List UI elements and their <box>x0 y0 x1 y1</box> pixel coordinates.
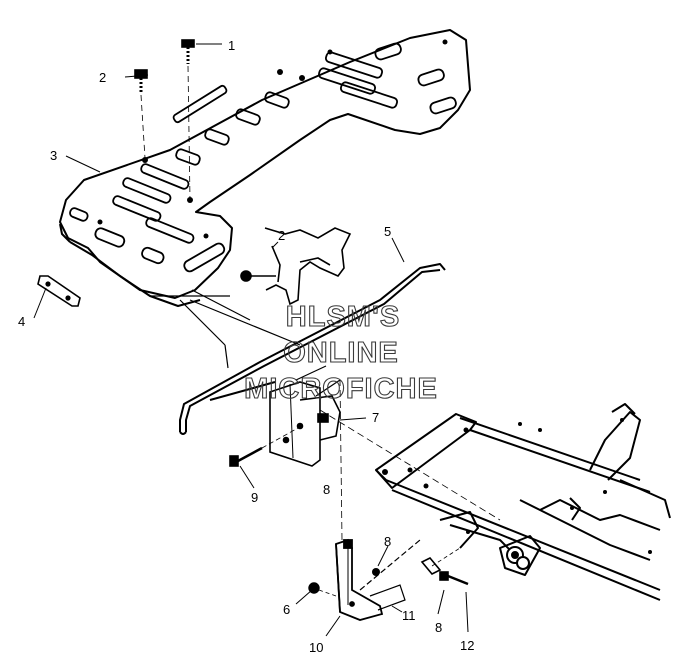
callout-10: 10 <box>309 640 323 655</box>
nut-8-middle <box>372 568 380 576</box>
spacer <box>420 547 461 575</box>
tail-light-bracket <box>240 227 352 306</box>
callout-1: 1 <box>228 38 235 53</box>
bolt-1 <box>181 39 195 201</box>
watermark-line-1: HLSM'S <box>286 301 400 333</box>
bracket-axis-line <box>339 379 343 541</box>
rack-support-lines <box>150 289 301 369</box>
bolt-2-upper <box>134 69 148 159</box>
grab-bar-5 <box>179 263 446 435</box>
nut-6 <box>308 582 337 597</box>
callout-8-lower: 8 <box>435 620 442 635</box>
callout-4: 4 <box>18 314 25 329</box>
callout-3: 3 <box>50 148 57 163</box>
watermark: HLSM'S ONLINE MICROFICHE <box>244 300 438 405</box>
callout-8-hitch: 8 <box>323 482 330 497</box>
callout-8-middle: 8 <box>384 534 391 549</box>
callout-5: 5 <box>384 224 391 239</box>
callout-11: 11 <box>402 608 416 623</box>
rear-rack <box>59 29 471 307</box>
plate-11 <box>359 539 421 611</box>
frame <box>375 403 671 601</box>
callout-2-lower: 2 <box>278 228 285 243</box>
callout-6: 6 <box>283 602 290 617</box>
assembly-axis-line <box>319 409 501 521</box>
watermark-line-2: ONLINE <box>283 337 399 369</box>
callout-7: 7 <box>372 410 379 425</box>
watermark-line-3: MICROFICHE <box>244 373 438 405</box>
callouts: 1 2 3 4 2 5 7 9 8 8 6 10 11 8 12 <box>18 38 474 655</box>
bolt-12 <box>439 571 469 586</box>
leader-lines <box>33 43 469 637</box>
reflector-plate-4 <box>37 275 81 307</box>
callout-2-upper: 2 <box>99 70 106 85</box>
bolt-9 <box>229 427 299 467</box>
callout-12: 12 <box>460 638 474 653</box>
hitch-bracket <box>269 365 341 467</box>
callout-9: 9 <box>251 490 258 505</box>
lower-bracket-10 <box>335 538 384 621</box>
